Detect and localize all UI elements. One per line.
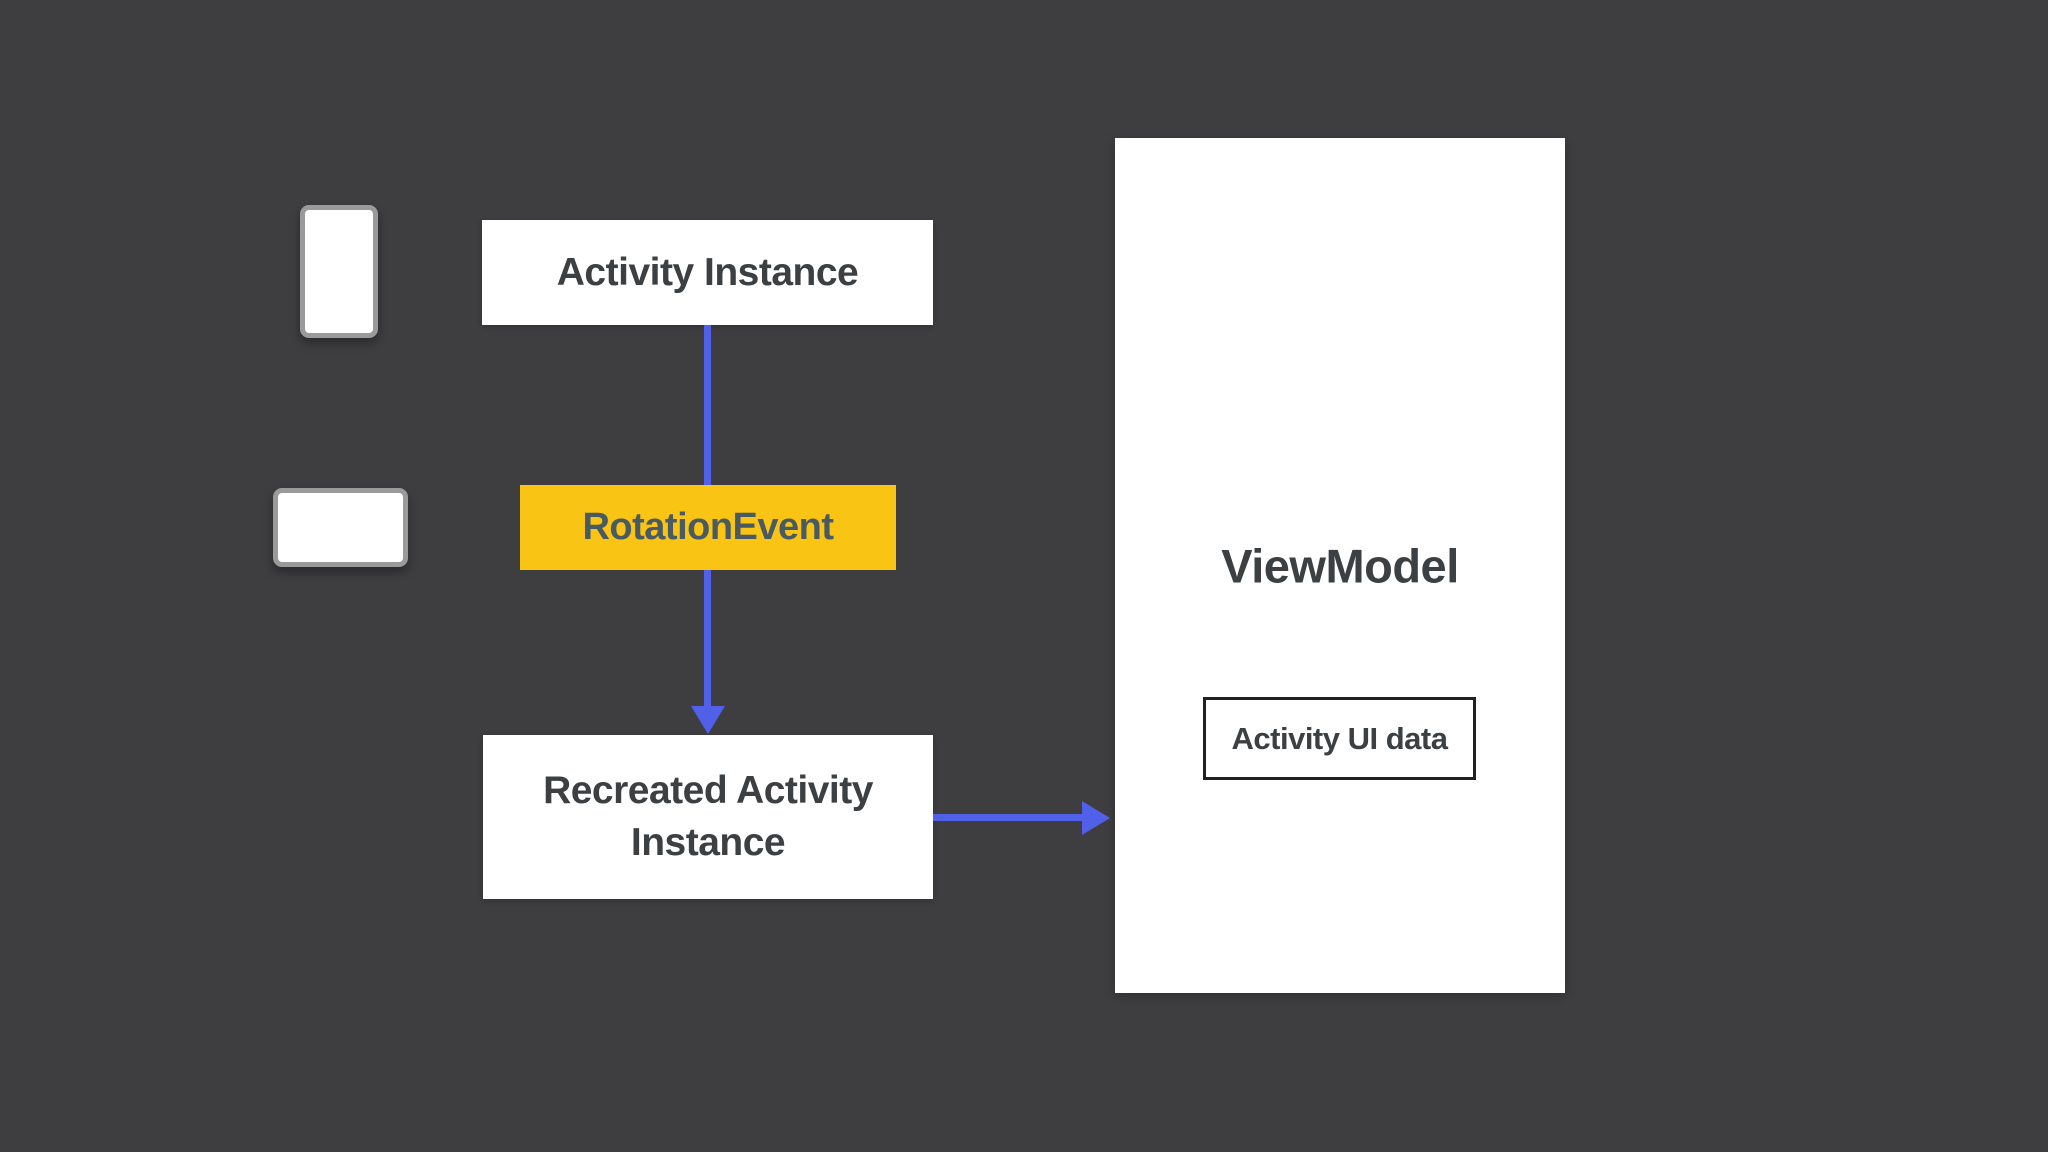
phone-landscape-icon [273,488,408,567]
activity-ui-data-box: Activity UI data [1203,697,1476,780]
activity-instance-node: Activity Instance [482,220,933,325]
phone-portrait-icon [300,205,378,338]
rotation-event-node: RotationEvent [520,485,896,570]
rotation-event-label: RotationEvent [582,506,834,548]
recreated-activity-line2: Instance [630,821,786,864]
viewmodel-node: ViewModel Activity UI data [1115,138,1565,993]
activity-ui-data-label: Activity UI data [1231,720,1448,756]
recreated-activity-node: Recreated Activity Instance [483,735,933,899]
activity-instance-label: Activity Instance [556,250,859,294]
arrow-down-icon [691,706,725,734]
recreated-activity-line1: Recreated Activity [543,769,873,812]
viewmodel-label: ViewModel [1221,539,1459,592]
arrow-right-line [933,814,1084,821]
arrow-right-icon [1082,801,1110,835]
recreated-activity-label: Recreated Activity Instance [543,765,873,869]
